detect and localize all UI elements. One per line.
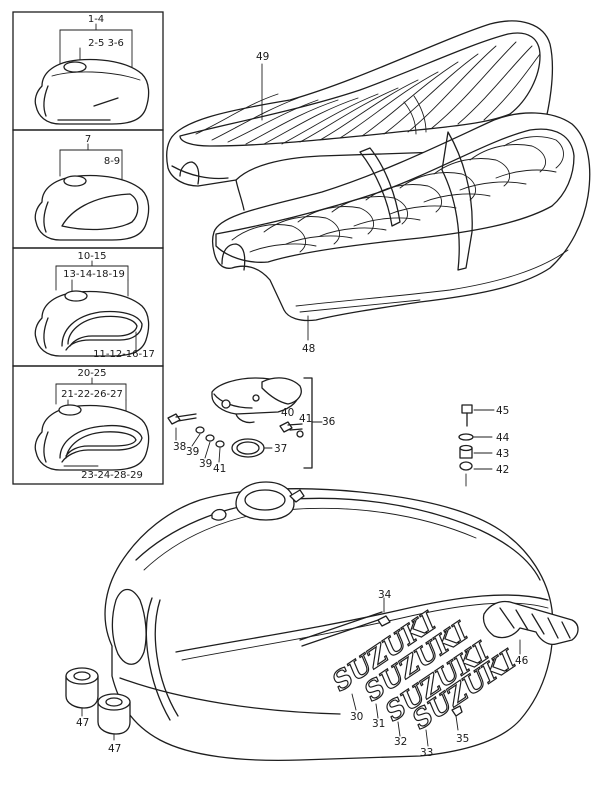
panel-1-sub-label: 2-5 3-6 — [88, 38, 124, 49]
panel-4-sub-label: 21-22-26-27 — [61, 389, 123, 400]
label-36: 36 — [322, 416, 336, 428]
panel-3-sub-label: 13-14-18-19 — [63, 269, 125, 280]
label-46: 46 — [515, 655, 529, 667]
panel-3-tank — [34, 260, 150, 357]
seat-48-quilting — [231, 136, 564, 253]
panel-3-top-label: 10-15 — [77, 251, 106, 262]
panel-2-sub-label: 8-9 — [104, 156, 120, 167]
label-32: 32 — [394, 736, 407, 748]
label-43: 43 — [496, 448, 509, 460]
panel-1-tank — [34, 23, 150, 125]
grommets-47 — [65, 667, 131, 741]
label-41a: 41 — [213, 463, 226, 475]
main-fuel-tank — [104, 481, 554, 761]
label-41b: 41 — [299, 413, 312, 425]
label-39b: 39 — [199, 458, 212, 470]
fuel-cap-assembly — [167, 377, 323, 469]
bolt-stack — [458, 404, 495, 487]
panel-3-bottom-label: 11-12-16-17 — [93, 349, 155, 360]
label-44: 44 — [496, 432, 510, 444]
panel-2-top-label: 7 — [85, 134, 91, 145]
label-47a: 47 — [76, 717, 89, 729]
panel-frame-4 — [12, 365, 164, 485]
panel-1-top-label: 1-4 — [88, 14, 104, 25]
panel-4-bottom-label: 23-24-28-29 — [81, 470, 143, 481]
seat-49-ribs — [195, 41, 541, 145]
label-49: 49 — [256, 51, 269, 63]
label-48: 48 — [302, 343, 315, 355]
panel-4-tank — [34, 377, 150, 471]
label-34: 34 — [378, 589, 392, 601]
label-39a: 39 — [186, 446, 199, 458]
label-40: 40 — [281, 407, 294, 419]
label-42: 42 — [496, 464, 509, 476]
rubber-bracket-46 — [482, 600, 579, 655]
panel-2-tank — [34, 143, 150, 241]
tank-variant-panels: 1-4 2-5 3-6 7 8-9 10-15 13-14-18-19 11-1… — [12, 11, 164, 485]
seat-48 — [211, 112, 591, 322]
label-37: 37 — [274, 443, 287, 455]
panel-4-top-label: 20-25 — [77, 368, 106, 379]
label-30: 30 — [350, 711, 363, 723]
label-35: 35 — [456, 733, 469, 745]
label-45: 45 — [496, 405, 509, 417]
label-31: 31 — [372, 718, 385, 730]
label-47b: 47 — [108, 743, 121, 755]
label-38: 38 — [173, 441, 186, 453]
label-33: 33 — [420, 747, 433, 759]
